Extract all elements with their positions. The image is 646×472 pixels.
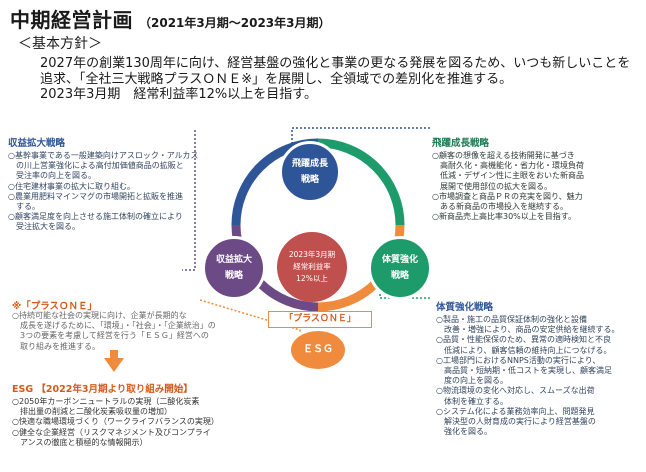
intro-line: 追求、「全社三大戦略プラスＯＮＥ※」を展開し、全領域での差別化を推進する。 — [40, 71, 513, 87]
top-circle-line1: 飛躍成長 — [291, 159, 328, 169]
list-item: ○物流環境の変化へ対応し、スムーズな出荷 — [436, 386, 595, 396]
center-line3: 12%以上 — [296, 274, 328, 283]
profit-strategy-box: 収益拡大戦略 ○基幹事業である一般建築向けアスロック・アルカス の川上営業強化に… — [8, 138, 198, 233]
list-item: 解決型の人財育成の実行により経営基盤の — [436, 417, 596, 427]
page-subtitle: （2021年3月期〜2023年3月期） — [139, 16, 331, 30]
ring-arc-green — [317, 138, 405, 226]
list-item: ○顧客の想像を超える技術開発に基づき — [432, 151, 575, 160]
structure-strategy-box: 体質強化戦略 ○製品・施工の品質保証体制の強化と設備 改善・増強により、商品の安… — [436, 302, 642, 437]
down-arrow-icon — [104, 358, 124, 372]
connector-left — [182, 130, 196, 271]
circle-left-profit: 収益拡大戦略 — [202, 236, 266, 300]
left-circle-line1: 収益拡大 — [215, 255, 252, 265]
plus-one-line: 取り組みを推進する。 — [12, 341, 100, 351]
list-item: ○製品・施工の品質保証体制の強化と設備 — [436, 315, 587, 324]
plus-one-description: ○持続可能な社会の実現に向け、企業が長期的な 成長を遂げるために、「環境」・「社… — [12, 311, 242, 352]
left-circle-line2: 戦略 — [224, 271, 243, 281]
esg-title: ESG 【2022年3月期より取り組み開始】 — [12, 384, 193, 395]
right-circle-line1: 体質強化 — [381, 255, 418, 265]
plus-one-tab: 「プラスＯＮＥ」 — [268, 311, 372, 328]
intro-text: 2027年の創業130周年に向け、経営基盤の強化と事業の更なる発展を図るため、い… — [40, 56, 640, 103]
list-item: 度の向上を図る。 — [436, 376, 508, 386]
list-item: ○基幹事業である一般建築向けアスロック・アルカス — [8, 151, 199, 160]
list-item: ○2050年カーボンニュートラルの実現（二酸化炭素 — [12, 397, 200, 406]
list-item: 受注率の向上を図る。 — [8, 171, 96, 181]
list-item: ○システム化による業務効率向上、問題発見 — [436, 406, 595, 416]
list-item: ○住宅建材事業の拡大に取り組む。 — [8, 181, 135, 191]
list-item: 排出量の削減と二酸化炭素吸収量の増加） — [12, 407, 172, 417]
list-item: 低減により、顧客信頼の維持向上につなげる。 — [436, 345, 612, 355]
center-line2: 経常利益率 — [293, 262, 331, 271]
list-item: 展開で使用部位の拡大を図る。 — [432, 181, 552, 191]
down-arrow-stem — [110, 350, 118, 359]
list-item: ○農業用肥料マインマグの市場開拓と拡販を推進 — [8, 191, 183, 201]
circle-bottom-esg: ＥＳＧ — [288, 328, 348, 372]
growth-strategy-box: 飛躍成長戦略 ○顧客の想像を超える技術開発に基づき 高耐久化・高機能化・省力化・… — [432, 138, 638, 222]
plus-one-line: 3つの要素を考慮して経営を行う「ＥＳＧ」経営への — [12, 331, 209, 341]
title-row: 中期経営計画 （2021年3月期〜2023年3月期） — [10, 4, 331, 33]
plus-one-line: ○持続可能な社会の実現に向け、企業が長期的な — [12, 311, 187, 320]
intro-line: 2027年の創業130周年に向け、経営基盤の強化と事業の更なる発展を図るため、い… — [40, 56, 631, 71]
bottom-circle-label: ＥＳＧ — [303, 344, 333, 355]
list-item: ○快適な職場環境づくり（ワークライフバランスの実現） — [12, 417, 219, 427]
list-item: 体制を確立する。 — [436, 396, 508, 406]
list-item: 受注拡大を図る。 — [8, 222, 80, 232]
list-item: アンスの徹底と積極的な情報開示） — [12, 437, 148, 447]
circle-top-growth: 飛躍成長戦略 — [279, 141, 341, 203]
list-item: ○新商品売上高比率30%以上を目指す。 — [432, 212, 576, 222]
list-item: ○工場部門におけるNNPS活動の実行により、 — [436, 355, 601, 365]
circle-right-structure: 体質強化戦略 — [368, 236, 432, 300]
top-circle-line2: 戦略 — [300, 175, 319, 185]
list-item: ○品質・性能保保のため、異常の適時検知と不良 — [436, 335, 611, 345]
list-item: する。 — [8, 202, 40, 212]
list-item: の川上営業強化による高付加価値商品の拡販と — [8, 161, 184, 171]
list-item: 高耐久化・高機能化・省力化・環境負荷 — [432, 161, 584, 171]
list-item: 高品質・短納期・低コストを実現し、顧客満足 — [436, 366, 612, 376]
page-title: 中期経営計画 — [10, 8, 133, 32]
list-item: 低減・デザイン性に主眼をおいた新商品 — [432, 171, 584, 181]
growth-strategy-title: 飛躍成長戦略 — [432, 138, 490, 149]
list-item: ○顧客満足度を向上させる施工体制の確立により — [8, 212, 183, 222]
center-line1: 2023年3月期 — [288, 250, 336, 259]
structure-strategy-title: 体質強化戦略 — [436, 302, 494, 313]
plus-one-line: 成長を遂げるために、「環境」・「社会」・「企業統治」の — [12, 321, 216, 331]
connector-plus-one — [199, 299, 301, 345]
list-item: 改善・増強により、商品の安定供給を継続する。 — [436, 325, 620, 335]
plus-one-title: ※「プラスＯＮＥ」 — [12, 301, 98, 312]
intro-line: 2023年3月期 経常利益率12%以上を目指す。 — [40, 87, 317, 102]
right-circle-line2: 戦略 — [390, 271, 409, 281]
list-item: 強化を図る。 — [436, 427, 492, 437]
list-item: ○市場調査と商品ＰＲの充実を図り、魅力 — [432, 191, 583, 201]
policy-heading: ＜基本方針＞ — [18, 36, 102, 52]
circle-center-target: 2023年3月期経常利益率 12%以上 — [277, 232, 347, 302]
list-item: ある新商品の市場投入を継続する。 — [432, 202, 568, 212]
profit-strategy-title: 収益拡大戦略 — [8, 138, 66, 149]
list-item: ○健全な企業経営（リスクマネジメント及びコンプライ — [12, 427, 211, 437]
esg-box: ESG 【2022年3月期より取り組み開始】 ○2050年カーボンニュートラルの… — [12, 384, 242, 448]
